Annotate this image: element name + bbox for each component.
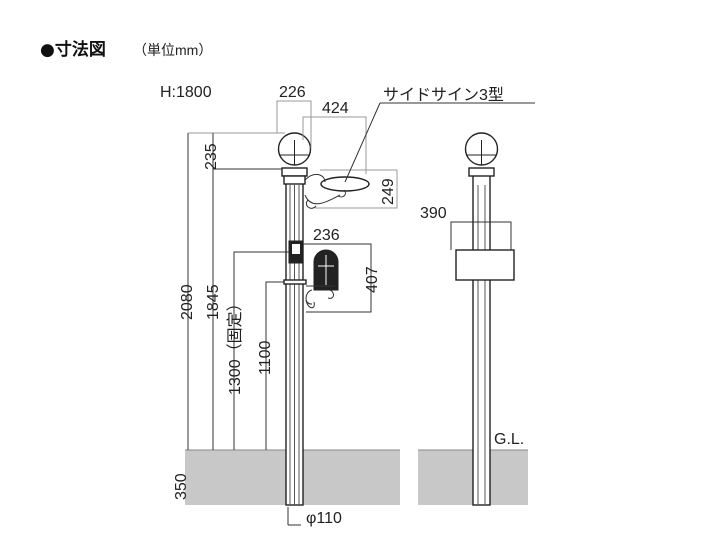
side-pole <box>455 132 515 506</box>
drawing-title: ●寸法図 <box>40 39 106 60</box>
dim-total-height: 2080 <box>179 284 196 320</box>
dim-sign-width: 424 <box>322 100 349 117</box>
ground-level-label: G.L. <box>494 431 524 448</box>
height-label: H:1800 <box>160 84 212 101</box>
dim-fixed-height: 1300（固定） <box>226 295 244 395</box>
dim-lamp-height: 235 <box>203 143 220 170</box>
product-label: サイドサイン3型 <box>383 86 504 104</box>
unit-label: （単位mm） <box>133 42 212 58</box>
front-pole <box>277 132 312 506</box>
dim-lamp-width: 226 <box>279 84 306 101</box>
mailbox <box>305 249 339 309</box>
dim-sign-height: 249 <box>380 178 397 205</box>
dim-buried-depth: 350 <box>173 473 190 500</box>
side-sign <box>304 173 370 209</box>
dim-mailbox-width: 236 <box>313 227 340 244</box>
dim-pole-diameter: φ110 <box>306 510 342 527</box>
dimension-lines <box>187 100 535 526</box>
dim-side-width: 390 <box>420 205 447 222</box>
side-sign-profile <box>455 249 515 281</box>
dim-mailbox-base-height: 1100 <box>257 340 274 375</box>
dim-mailbox-height: 407 <box>364 266 381 293</box>
dim-sign-top-height: 1845 <box>205 284 222 320</box>
